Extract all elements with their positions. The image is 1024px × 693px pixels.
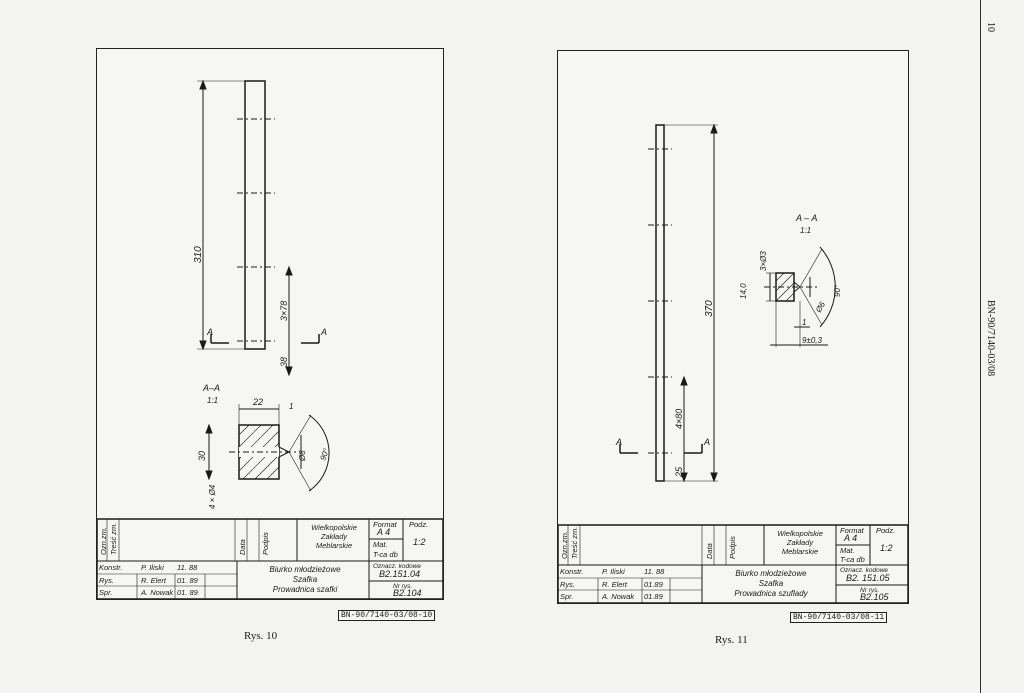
figure-caption-11: Rys. 11 [715, 634, 748, 646]
tb-company: Wielkopolskie Zakłady Meblarskie [311, 523, 357, 550]
section-mark-right: A [703, 437, 710, 447]
tb-role-spr: Spr. [99, 588, 113, 597]
tb-company: Wielkopolskie Zakłady Meblarskie [777, 529, 823, 556]
part-drawing-10: 310 3×78 38 A A A–A 1:1 22 1 30 Ø8 90° 4… [97, 79, 443, 599]
tb-scale-label: Podz. [409, 520, 429, 529]
tb-col-date: Data [705, 543, 714, 559]
tb-product: Biurko młodzieżowe Szafka Prowadnica szu… [734, 569, 808, 598]
tb-format-value: A 4 [377, 527, 391, 537]
dim-height: 14,0 [739, 283, 748, 299]
dim-end: 38 [279, 357, 289, 367]
drawing-sheet-11: 370 4×80 25 A A A – A 1:1 3×Ø3 14,0 Ø6 9… [557, 50, 909, 604]
page-number: 10 [985, 22, 996, 32]
tb-role-konstr: Konstr. [99, 563, 123, 572]
dim-hole: Ø6 [813, 300, 827, 315]
tb-code-value: B2. 151.05 [846, 573, 890, 583]
tb-drawing-no-label: Nr rys. [393, 583, 413, 590]
figure-caption-10: Rys. 10 [244, 630, 278, 642]
tb-scale-value: 1:2 [880, 543, 893, 553]
tb-drawing-no-value: B2.105 [860, 592, 889, 602]
section-mark-left: A [615, 437, 622, 447]
tb-scale-label: Podz. [876, 526, 896, 535]
section-mark-left: A [206, 327, 213, 337]
tb-role-spr: Spr. [560, 592, 574, 601]
tb-col-change: Ozn.zm. [560, 531, 569, 559]
tb-role-konstr: Konstr. [560, 567, 584, 576]
dim-length: 370 [704, 300, 715, 317]
dim-holes: 4 × Ø4 [208, 484, 217, 509]
tb-col-content: Treść zm. [109, 522, 118, 555]
tb-code-value: B2.151.04 [379, 569, 421, 579]
section-scale: 1:1 [207, 396, 218, 405]
tb-role-rys: Rys. [560, 580, 575, 589]
section-title: A–A [202, 383, 220, 393]
tb-col-sign: Podpis [261, 532, 270, 555]
tb-format-value: A 4 [844, 533, 858, 543]
tb-code-label: Oznacz. kodowe [840, 567, 889, 574]
dim-holes: 3×Ø3 [759, 251, 768, 271]
tb-material-label: Mat. [373, 540, 388, 549]
tb-format-label: Format [840, 526, 864, 535]
dim-offset: 1 [289, 402, 293, 411]
tb-col-sign: Podpis [728, 536, 737, 559]
drawing-sheet-10: 310 3×78 38 A A A–A 1:1 22 1 30 Ø8 90° 4… [96, 48, 444, 600]
tb-format-label: Format [373, 520, 397, 529]
document-code: BN-90/7140-03/08 [985, 300, 996, 377]
dim-length: 310 [193, 246, 204, 263]
document-stamp-10: BN-90/7140-03/08-10 [338, 610, 436, 621]
dim-end: 25 [674, 466, 684, 478]
tb-drawing-no-label: Nr rys. [860, 587, 880, 594]
document-stamp-11: BN-90/7140-03/08-11 [790, 612, 888, 623]
dim-angle: 90° [833, 284, 842, 297]
dim-spacing: 4×80 [674, 409, 684, 429]
tb-col-change: Ozn.zm. [99, 527, 108, 555]
tb-scale-value: 1:2 [413, 537, 426, 547]
tb-col-content: Treść zm. [570, 526, 579, 559]
part-drawing-11: 370 4×80 25 A A A – A 1:1 3×Ø3 14,0 Ø6 9… [558, 123, 908, 603]
section-scale: 1:1 [800, 226, 811, 235]
margin-rule [980, 0, 981, 693]
dim-depth: 9±0,3 [802, 336, 823, 345]
tb-material-value: T-ca db [373, 550, 398, 559]
dim-width: 22 [252, 397, 263, 407]
tb-code-label: Oznacz. kodowe [373, 563, 422, 570]
section-title: A – A [795, 213, 817, 223]
dim-offset: 1 [802, 318, 806, 327]
dim-spacing: 3×78 [279, 301, 289, 321]
dim-hole: Ø8 [298, 450, 307, 462]
tb-role-rys: Rys. [99, 576, 114, 585]
tb-drawing-no-value: B2.104 [393, 588, 422, 598]
tb-material-value: T-ca db [840, 555, 865, 564]
tb-product: Biurko młodzieżowe Szafka Prowadnica sza… [269, 565, 341, 594]
section-mark-right: A [320, 327, 327, 337]
tb-col-date: Data [238, 539, 247, 555]
dim-angle: 90° [318, 446, 331, 461]
tb-material-label: Mat. [840, 546, 855, 555]
dim-thickness: 30 [197, 451, 207, 461]
